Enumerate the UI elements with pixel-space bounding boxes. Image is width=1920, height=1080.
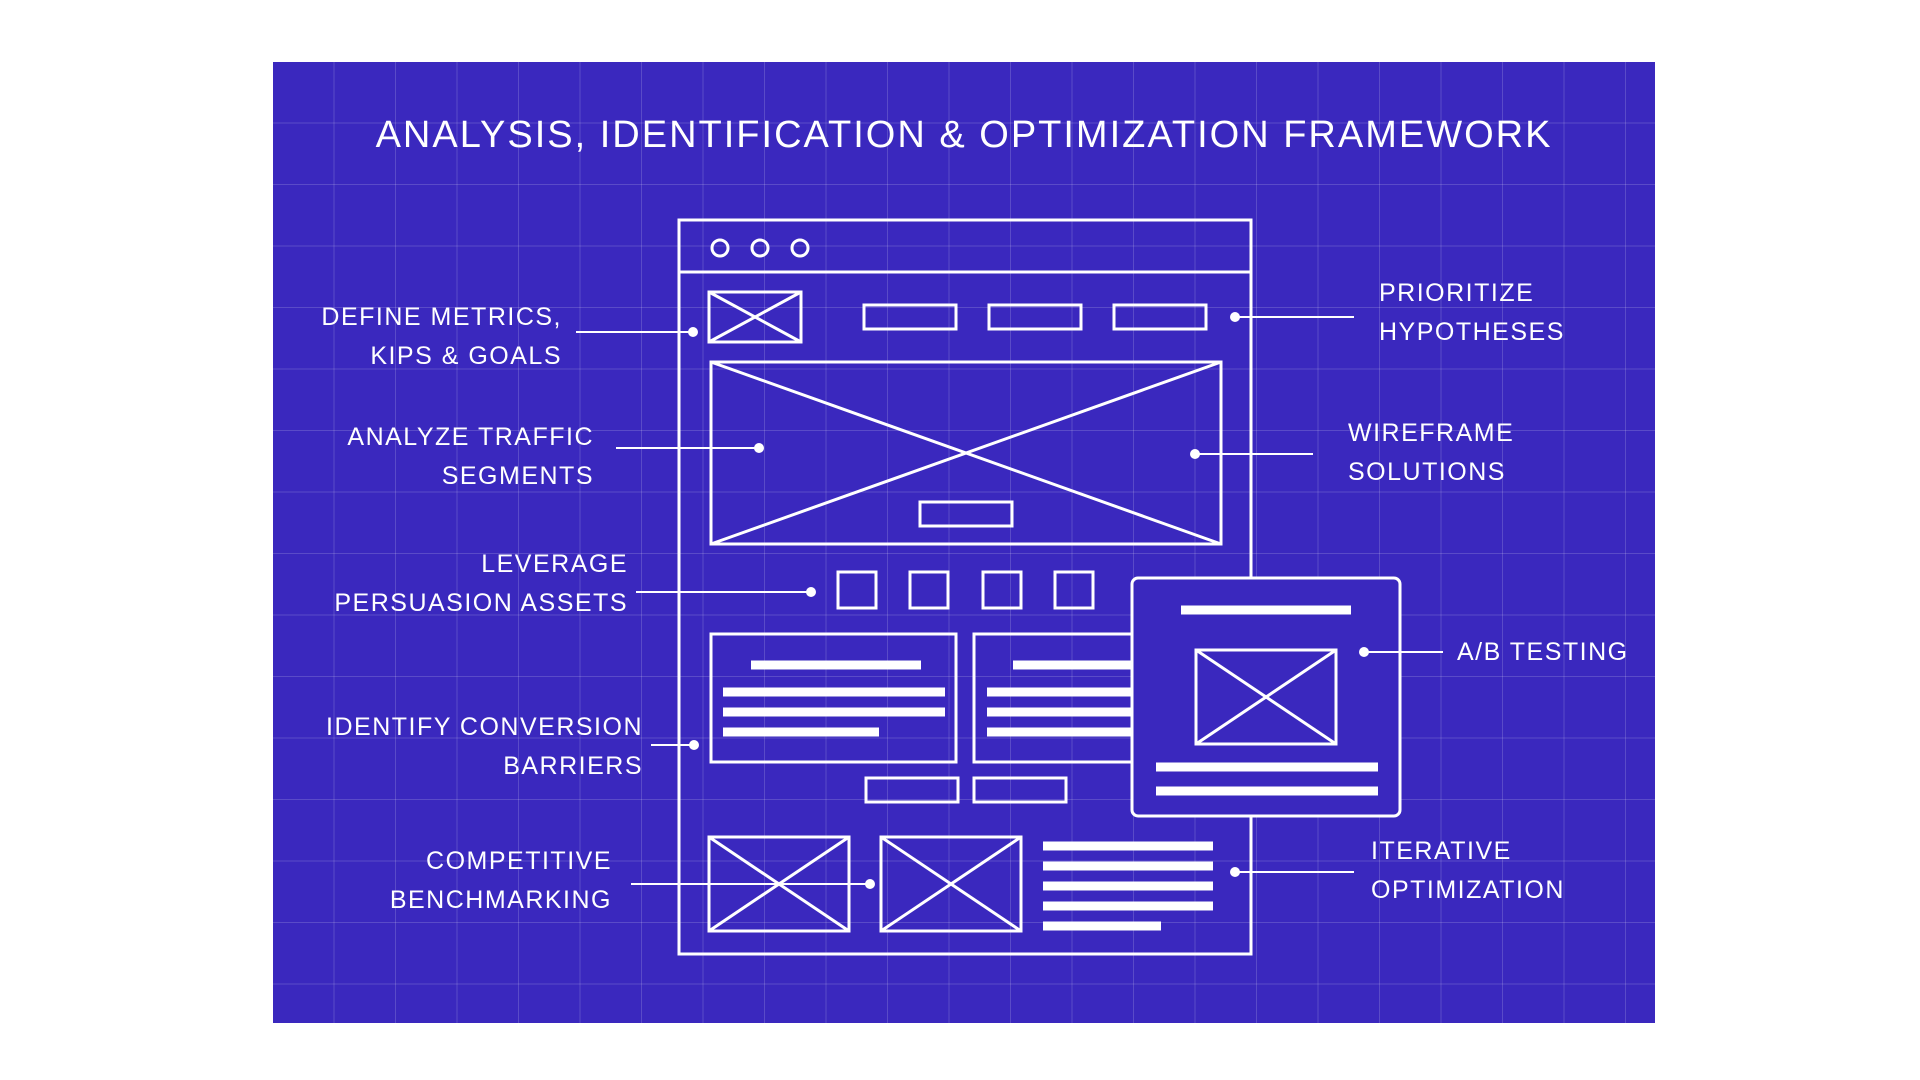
wireframe-illustration	[576, 218, 1443, 956]
window-dot-icon	[790, 238, 810, 258]
diagram-title: ANALYSIS, IDENTIFICATION & OPTIMIZATION …	[375, 114, 1553, 156]
benchmark-row	[707, 835, 1213, 933]
label-ab-testing: A/B TESTING	[1457, 638, 1629, 666]
label-identify-barriers: IDENTIFY CONVERSION BARRIERS	[326, 713, 643, 780]
header-row	[707, 290, 1208, 344]
connectors	[576, 312, 1443, 889]
label-prioritize-hypotheses: PRIORITIZE HYPOTHESES	[1379, 279, 1565, 346]
label-iterative-optimization: ITERATIVE OPTIMIZATION	[1371, 837, 1565, 904]
label-competitive-benchmarking: COMPETITIVE BENCHMARKING	[389, 847, 612, 914]
persuasion-assets-row	[836, 570, 1095, 610]
label-analyze-traffic: ANALYZE TRAFFIC SEGMENTS	[347, 423, 594, 490]
content-cards	[709, 632, 1176, 804]
hero-placeholder	[709, 360, 1223, 546]
label-define-metrics: DEFINE METRICS, KIPS & GOALS	[321, 303, 562, 370]
label-wireframe-solutions: WIREFRAME SOLUTIONS	[1348, 419, 1515, 486]
window-dot-icon	[750, 238, 770, 258]
ab-test-card	[1130, 576, 1402, 818]
window-dot-icon	[710, 238, 730, 258]
framework-panel: ANALYSIS, IDENTIFICATION & OPTIMIZATION …	[273, 62, 1655, 1023]
label-leverage-persuasion: LEVERAGE PERSUASION ASSETS	[334, 550, 628, 617]
